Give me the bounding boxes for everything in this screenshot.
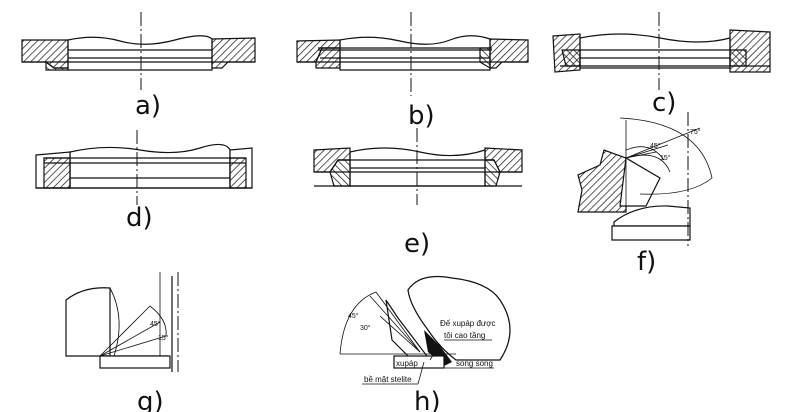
- parallel-annotation: song song: [456, 359, 493, 368]
- angle-label-h2: 30°: [360, 324, 371, 332]
- panel-h: 45° 30° Đế xupáp được tôi cao tầng xupáp…: [339, 275, 511, 412]
- panel-a: a): [21, 12, 256, 121]
- seat-annotation-line1: Đế xupáp được: [440, 319, 496, 328]
- angle-label-f1: 75°: [690, 128, 701, 136]
- angle-label-f3: 15°: [660, 154, 671, 162]
- angle-label-g1: 45°: [150, 320, 161, 328]
- stellite-annotation: bề mặt stelite: [364, 375, 412, 384]
- angle-label-g2: 15°: [158, 334, 169, 342]
- caption-d: d): [126, 203, 153, 233]
- panel-g: 45° 15° g): [65, 272, 179, 412]
- angle-label-h1: 45°: [348, 312, 359, 320]
- angle-label-f2: 45°: [650, 142, 661, 150]
- valve-annotation: xupáp: [396, 359, 418, 368]
- panel-b: b): [296, 12, 529, 131]
- caption-h: h): [414, 387, 441, 412]
- panel-f: 75° 45° 15° f): [577, 112, 713, 277]
- caption-b: b): [408, 101, 435, 131]
- caption-f: f): [637, 247, 656, 277]
- caption-a: a): [135, 91, 161, 121]
- seat-annotation-line2: tôi cao tầng: [444, 331, 485, 340]
- panel-e: e): [313, 128, 523, 259]
- caption-e: e): [404, 229, 430, 259]
- caption-c: c): [652, 88, 676, 118]
- caption-g: g): [137, 387, 164, 412]
- panel-c: c): [552, 12, 771, 118]
- panel-d: d): [35, 130, 253, 233]
